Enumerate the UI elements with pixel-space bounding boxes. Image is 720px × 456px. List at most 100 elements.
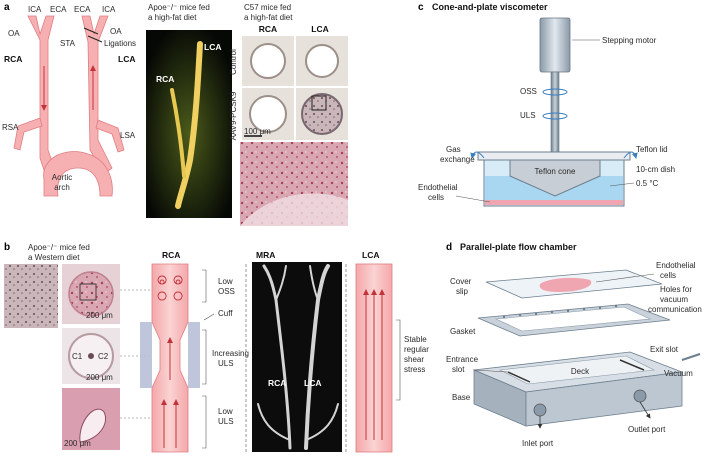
label-oss: OSS (520, 87, 537, 96)
carotid-artery-diagram (13, 15, 125, 197)
bracket-stable (396, 319, 401, 401)
inlet-port (533, 403, 547, 417)
lsa-vessel (95, 119, 125, 153)
c57-caption-line1: C57 mice fed (244, 3, 291, 12)
endothelial-layer (485, 200, 623, 205)
gas-arrow-right (623, 151, 638, 159)
label-aortic: Aortic (52, 173, 72, 182)
scale-label-b3: 200 μm (64, 439, 91, 448)
label-holes-2: vacuum (660, 295, 688, 304)
label-cuff: Cuff (218, 309, 233, 318)
oss-rotation (542, 88, 568, 96)
label-stepping-motor: Stepping motor (602, 36, 657, 45)
panel-a-letter: a (4, 2, 10, 13)
label-holes-3: communication (648, 305, 702, 314)
label-lca: LCA (118, 54, 135, 64)
label-ica-left: ICA (28, 5, 42, 14)
label-lsa: LSA (120, 131, 136, 140)
label-low-oss-1: Low (218, 277, 233, 286)
leader-cuff (203, 313, 215, 321)
label-uls: ULS (520, 111, 536, 120)
panel-c-title: Cone-and-plate viscometer (432, 2, 548, 12)
label-rca: RCA (4, 54, 22, 64)
panel-a: a ICA ECA ECA ICA OA OA STA Ligations RC… (2, 2, 348, 226)
cell-patch (539, 277, 592, 292)
mra-vessels (257, 264, 339, 450)
bracket-low-uls (202, 395, 207, 449)
label-stable-4: stress (404, 365, 425, 374)
label-teflon-lid: Teflon lid (636, 145, 668, 154)
label-ica-right: ICA (102, 5, 116, 14)
row-label-aav: AAV9-PCSK9 (229, 91, 238, 140)
label-ligations: Ligations (104, 39, 136, 48)
panel-b-caption-1: Apoe⁻/⁻ mice fed (28, 243, 90, 252)
c57-col-rca: RCA (259, 24, 277, 34)
leader-entrance (473, 369, 509, 373)
bracket-increasing (202, 329, 207, 385)
aortic-arch-vessel (43, 151, 113, 197)
mra-image (252, 262, 342, 452)
gas-arrow-left (470, 151, 485, 159)
mra-label-rca: RCA (268, 378, 286, 388)
label-arch: arch (54, 183, 70, 192)
outlet-port (633, 389, 647, 403)
exit-slot-line (619, 359, 645, 371)
lca-schematic-title: LCA (362, 250, 379, 260)
c57-col-lca: LCA (311, 24, 328, 34)
label-holes-1: Holes for (660, 285, 692, 294)
zoom-box (311, 95, 327, 111)
leader-endothelial (455, 195, 491, 203)
photo-caption-line1: Apoe⁻/⁻ mice fed (148, 3, 210, 12)
leader-endo (595, 273, 655, 283)
base-front-right (525, 371, 683, 427)
label-base: Base (452, 393, 471, 402)
panel-b: b Apoe⁻/⁻ mice fed a Western diet 200 μm… (4, 242, 429, 453)
entrance-slot-line (507, 371, 531, 383)
uls-rotation (542, 112, 568, 120)
label-endo-2: cells (660, 271, 676, 280)
label-outlet: Outlet port (628, 425, 666, 434)
label-cover: Cover (450, 277, 472, 286)
mra-label-lca: LCA (304, 378, 321, 388)
rca-schematic-title: RCA (162, 250, 180, 260)
label-teflon-cone: Teflon cone (535, 167, 576, 176)
label-low-oss-2: OSS (218, 287, 235, 296)
scale-label-b2: 200 μm (86, 373, 113, 382)
label-entrance-2: slot (452, 365, 465, 374)
label-temp: 0.5 °C (636, 179, 659, 188)
vacuum-holes (502, 304, 618, 319)
oss-vortices (157, 275, 183, 301)
micrograph-zoom-b (4, 264, 58, 328)
photo-label-lca: LCA (204, 42, 221, 52)
cuff-left (140, 322, 152, 388)
label-slip: slip (456, 287, 469, 296)
label-endothelial: Endothelial (418, 183, 458, 192)
leader-temp (609, 182, 635, 187)
gasket-opening (494, 306, 652, 332)
panel-b-letter: b (4, 242, 10, 253)
label-cells: cells (428, 193, 444, 202)
scale-label-a: 100 μm (244, 127, 271, 136)
label-stable-3: shear (404, 355, 424, 364)
label-c2: C2 (98, 352, 109, 361)
label-sta: STA (60, 39, 76, 48)
photo-label-rca: RCA (156, 74, 174, 84)
label-exit-slot: Exit slot (650, 345, 679, 354)
teflon-lid (477, 151, 631, 161)
photo-lca-vessel (175, 41, 203, 209)
label-gas: Gas (446, 145, 461, 154)
c57-caption-line2: a high-fat diet (244, 13, 293, 22)
label-endo-1: Endothelial (656, 261, 696, 270)
panel-c: c Cone-and-plate viscometer Stepping mot… (418, 2, 675, 207)
motor-shaft (550, 71, 560, 153)
label-eca-left: ECA (50, 5, 67, 14)
panel-d-title: Parallel-plate flow chamber (460, 242, 577, 252)
row-label-control: Control (229, 49, 238, 75)
ligation-line-2 (87, 35, 103, 43)
scale-label-b1: 200 μm (86, 311, 113, 320)
label-rsa: RSA (2, 123, 19, 132)
label-increasing-2: ULS (218, 359, 234, 368)
outlet-arrow (639, 401, 651, 419)
